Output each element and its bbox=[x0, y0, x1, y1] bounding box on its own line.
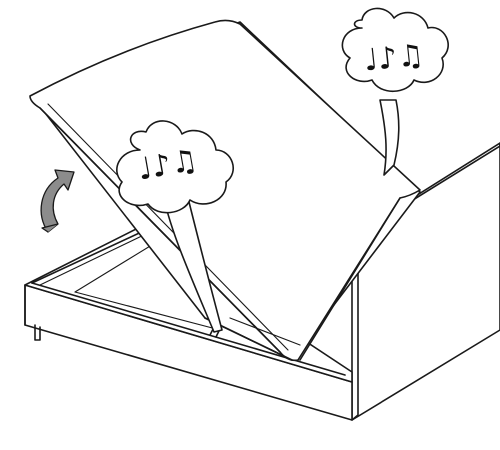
music-notes-bubble-left: ♩♪♫ bbox=[116, 120, 235, 333]
svg-text:♩♪♫: ♩♪♫ bbox=[362, 38, 426, 79]
curved-arrow-icon bbox=[40, 169, 75, 233]
music-notes-bubble-right: ♩♪♫ bbox=[341, 7, 449, 176]
music-notes-icon: ♩♪♫ bbox=[362, 38, 426, 79]
